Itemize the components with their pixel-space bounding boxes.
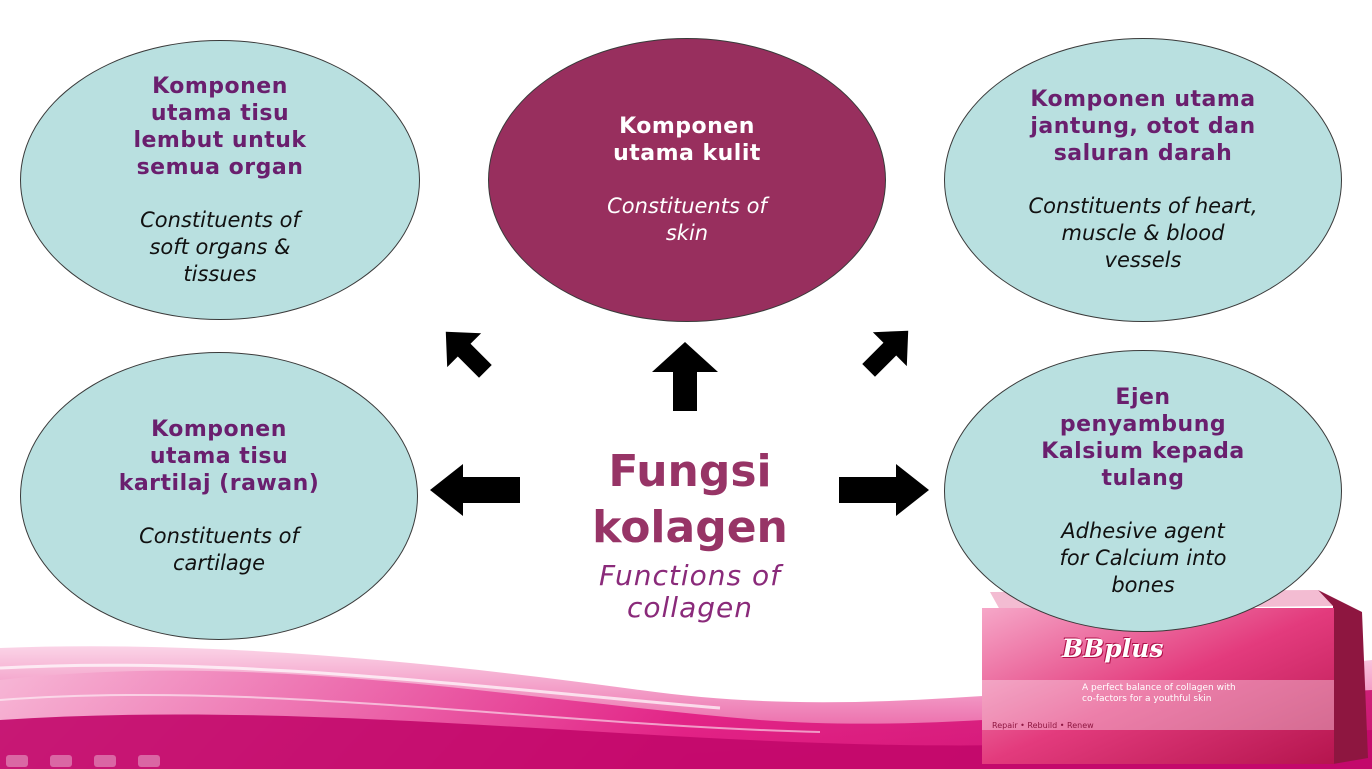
- heart-malay: Komponen utama jantung, otot dan saluran…: [1030, 87, 1256, 166]
- calcium-malay: Ejen penyambung Kalsium kepada tulang: [1041, 384, 1245, 491]
- calcium-node: Ejen penyambung Kalsium kepada tulang Ad…: [944, 350, 1342, 632]
- center-title-block: Fungsi kolagen Functions of collagen: [530, 444, 850, 624]
- center-subtitle: Functions of collagen: [599, 559, 781, 624]
- calcium-english: Adhesive agent for Calcium into bones: [1059, 518, 1227, 597]
- svg-text:A perfect balance of collagen: A perfect balance of collagen with: [1082, 683, 1236, 693]
- arrow-right-icon: [839, 464, 929, 516]
- arrow-up-right-icon: [862, 330, 909, 377]
- cartilage-english: Constituents of cartilage: [139, 523, 299, 575]
- soft-tissue-node: Komponen utama tisu lembut untuk semua o…: [20, 40, 420, 320]
- menu-icon[interactable]: [94, 755, 116, 767]
- heart-english: Constituents of heart, muscle & blood ve…: [1028, 194, 1258, 272]
- skin-node: Komponen utama kulit Constituents of ski…: [488, 38, 886, 322]
- heart-node: Komponen utama jantung, otot dan saluran…: [944, 38, 1342, 322]
- skin-malay: Komponen utama kulit: [613, 114, 761, 166]
- cartilage-malay: Komponen utama tisu kartilaj (rawan): [118, 416, 320, 496]
- product-brand-label: BBplus: [1062, 634, 1164, 663]
- svg-text:co-factors for a youthful skin: co-factors for a youthful skin: [1082, 694, 1212, 704]
- soft-tissue-english: Constituents of soft organs & tissues: [140, 207, 300, 286]
- forward-icon[interactable]: [138, 755, 160, 767]
- arrow-left-icon: [430, 464, 520, 516]
- svg-text:Repair • Rebuild • Renew: Repair • Rebuild • Renew: [992, 721, 1094, 730]
- cartilage-node: Komponen utama tisu kartilaj (rawan) Con…: [20, 352, 418, 640]
- arrow-up-left-icon: [445, 331, 492, 378]
- soft-tissue-malay: Komponen utama tisu lembut untuk semua o…: [133, 73, 307, 180]
- back-icon[interactable]: [6, 755, 28, 767]
- center-title: Fungsi kolagen: [592, 446, 788, 553]
- slideshow-nav: [6, 755, 160, 767]
- arrow-up-icon: [652, 342, 718, 411]
- skin-english: Constituents of skin: [607, 194, 767, 245]
- pen-icon[interactable]: [50, 755, 72, 767]
